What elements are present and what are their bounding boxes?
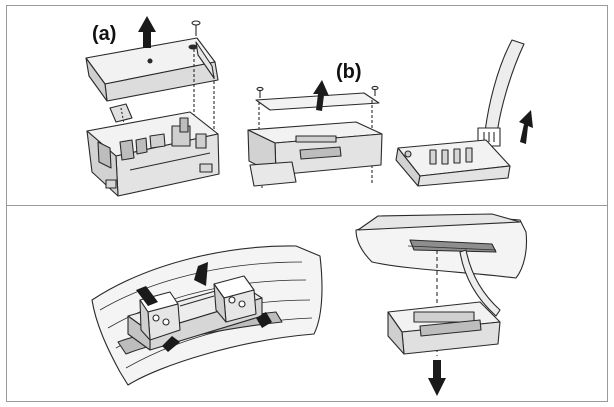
step-connector-unplug: [395, 39, 525, 187]
screw-icon: [371, 85, 379, 96]
electronics-tray: [247, 121, 383, 187]
arrow-pointer-icon: [194, 262, 208, 286]
arrow-up-icon: [138, 16, 156, 48]
lamp-module: [127, 275, 263, 351]
cable: [484, 39, 525, 135]
bracket-part: [109, 103, 133, 123]
screw-icon: [191, 20, 201, 36]
arrow-down-icon: [428, 360, 446, 396]
arrow-pointer-icon: [136, 286, 158, 306]
housing-lid: [85, 37, 219, 102]
label-b: (b): [336, 61, 362, 83]
screw-icon: [256, 86, 264, 98]
connector-base: [395, 139, 511, 187]
cable: [459, 249, 501, 317]
lamp-unit: [387, 301, 501, 355]
arrow-pointer-icon: [162, 336, 180, 352]
step-a-housing-disassembly: [85, 20, 220, 197]
arrow-pointer-icon: [256, 312, 272, 328]
step-lamp-in-bumper: [91, 245, 323, 386]
arrow-up-icon: [519, 110, 533, 144]
step-lamp-removal: [355, 213, 528, 356]
arrow-up-icon: [313, 80, 329, 111]
housing-base: [86, 111, 220, 197]
label-a: (a): [92, 23, 116, 45]
